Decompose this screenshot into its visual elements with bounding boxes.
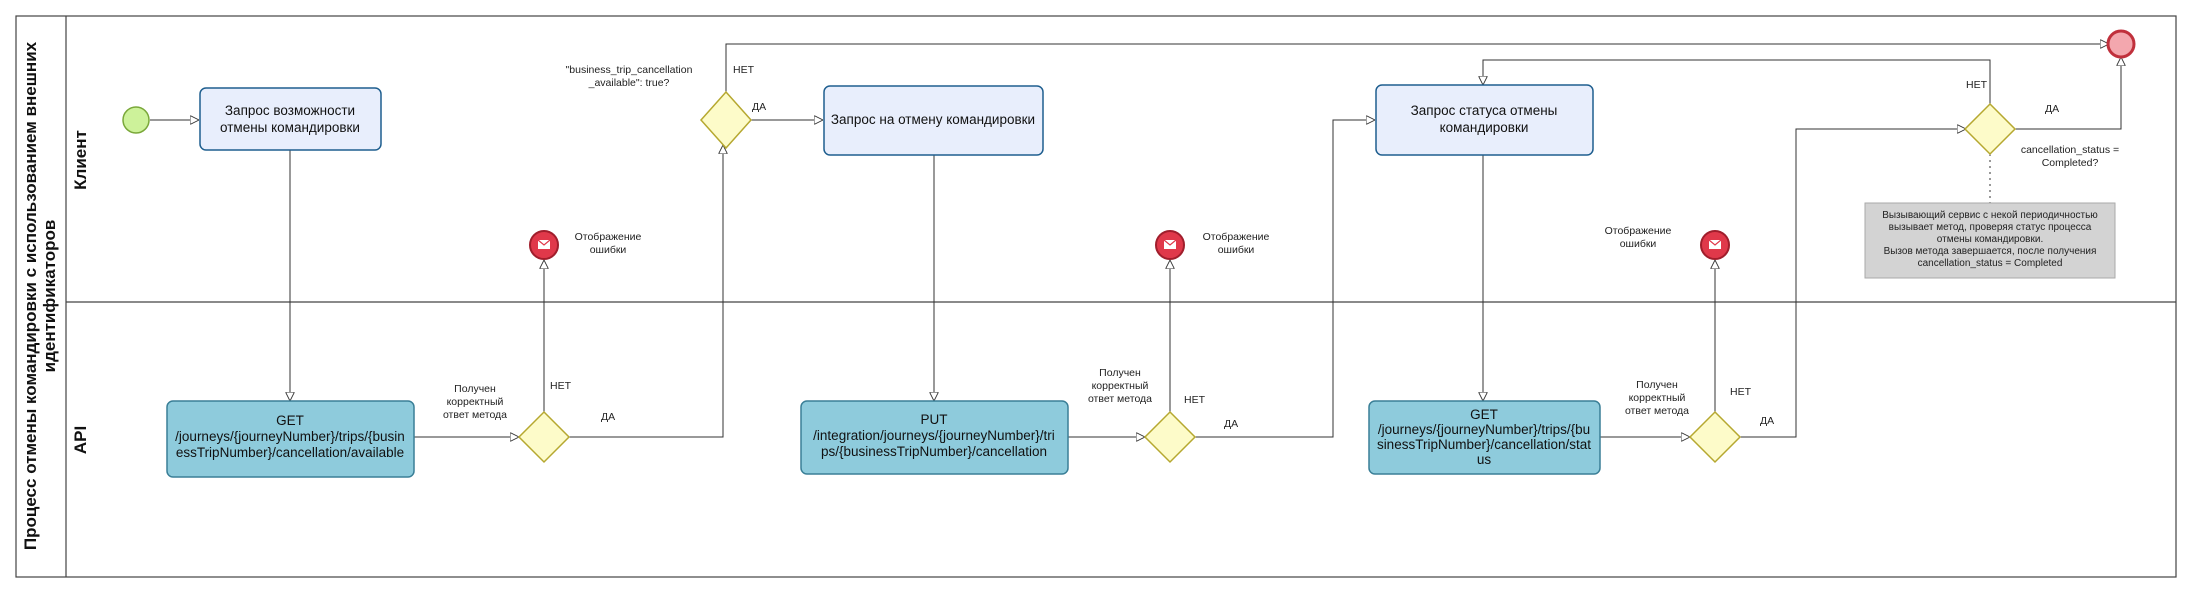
error-label-1: Отображение ошибки (575, 231, 642, 256)
label-line: Получен (1636, 379, 1678, 391)
label-line: Отображение (1203, 231, 1270, 243)
error-event-1 (529, 230, 559, 260)
label-line: ошибки (1218, 244, 1255, 256)
note-line: cancellation_status = Completed (1918, 258, 2063, 269)
pool-title-line1: Процесс отмены командировки с использова… (21, 41, 40, 550)
flow-gw2-yes-to-t3 (1195, 120, 1375, 438)
pool-title-line2: идентификаторов (40, 220, 59, 373)
label-no: НЕТ (550, 380, 572, 392)
task-request-cancellation: Запрос на отмену командировки (823, 85, 1044, 156)
task-text-line: sinessTripNumber}/cancellation/stat (1377, 437, 1591, 452)
label-no: НЕТ (1730, 386, 1752, 398)
error-label-3: Отображение ошибки (1605, 225, 1672, 250)
flow-gwc1-no-to-end (725, 44, 2109, 92)
label-no: НЕТ (1966, 79, 1988, 91)
task-request-status: Запрос статуса отмены командировки (1375, 84, 1594, 156)
gateway-final-status (1963, 102, 2017, 156)
label-line: корректный (447, 396, 504, 408)
task-text-line: GET (276, 413, 304, 428)
task-text-line: PUT (921, 412, 948, 427)
flow-gwf-yes-to-end (2015, 57, 2121, 130)
label-yes: ДА (1224, 418, 1238, 430)
gw-api3-question: Получен корректный ответ метода (1625, 379, 1689, 417)
label-line: Отображение (575, 231, 642, 243)
task-check-availability: Запрос возможности отмены командировки (199, 87, 382, 151)
task-text-line: us (1477, 452, 1492, 467)
task-text-line: essTripNumber}/cancellation/available (176, 445, 404, 460)
api-task-get-status: GET /journeys/{journeyNumber}/trips/{bu … (1368, 400, 1601, 475)
gw-client-availability-question: "business_trip_cancellation _available":… (566, 64, 693, 89)
end-event (2106, 29, 2136, 59)
task-text-line: Запрос статуса отмены (1411, 103, 1558, 118)
label-no: НЕТ (733, 64, 755, 76)
label-yes: ДА (2045, 103, 2059, 115)
error-event-2 (1155, 230, 1185, 260)
task-text-line: /journeys/{journeyNumber}/trips/{busin (175, 429, 405, 444)
label-yes: ДА (601, 411, 615, 423)
label-line: "business_trip_cancellation (566, 64, 693, 76)
label-line: ответ метода (1625, 405, 1689, 417)
label-line: ошибки (1620, 238, 1657, 250)
api-task-put-cancellation: PUT /integration/journeys/{journeyNumber… (800, 400, 1069, 475)
lane-client-title: Клиент (71, 130, 90, 190)
flow-gw3-yes-to-gwf (1740, 129, 1966, 438)
label-line: cancellation_status = (2021, 144, 2119, 156)
note-line: отмены командировки. (1937, 234, 2043, 245)
label-yes: ДА (1760, 415, 1774, 427)
gw-api2-question: Получен корректный ответ метода (1088, 367, 1152, 405)
label-line: Получен (1099, 367, 1141, 379)
gateway-client-availability (699, 90, 753, 150)
label-yes: ДА (752, 101, 766, 113)
gw-final-question: cancellation_status = Completed? (2021, 144, 2119, 169)
start-event (122, 106, 150, 134)
api-task-get-available: GET /journeys/{journeyNumber}/trips/{bus… (166, 400, 415, 478)
task-text-line: Запрос возможности (225, 103, 355, 118)
label-line: ответ метода (443, 409, 507, 421)
label-no: НЕТ (1184, 394, 1206, 406)
lane-api-title: API (71, 426, 90, 454)
label-line: Получен (454, 383, 496, 395)
gw-api1-question: Получен корректный ответ метода (443, 383, 507, 421)
flow-gw1-yes-to-gwc1 (569, 145, 723, 438)
task-text-line: /journeys/{journeyNumber}/trips/{bu (1378, 422, 1590, 437)
task-text-line: /integration/journeys/{journeyNumber}/tr… (813, 428, 1055, 443)
note-line: Вызов метода завершается, после получени… (1884, 246, 2097, 257)
label-line: ответ метода (1088, 393, 1152, 405)
task-text-line: командировки (1440, 120, 1529, 135)
error-event-3 (1700, 230, 1730, 260)
annotation-note: Вызывающий сервис с некой периодичностью… (1864, 202, 2116, 279)
error-label-2: Отображение ошибки (1203, 231, 1270, 256)
gateway-api-2 (1143, 410, 1197, 464)
flow-gwf-no-to-t3 (1483, 59, 1991, 104)
task-text-line: ps/{businessTripNumber}/cancellation (821, 444, 1047, 459)
label-line: Completed? (2042, 157, 2099, 169)
note-line: Вызывающий сервис с некой периодичностью (1882, 210, 2098, 221)
gateway-api-1 (517, 410, 571, 464)
task-text-line: GET (1470, 407, 1498, 422)
gateway-api-3 (1688, 410, 1742, 464)
pool: Процесс отмены командировки с использова… (15, 15, 2177, 578)
task-text-line: отмены командировки (220, 120, 360, 135)
label-line: корректный (1092, 380, 1149, 392)
note-line: вызывает метод, проверяя статус процесса (1889, 222, 2092, 233)
label-line: корректный (1629, 392, 1686, 404)
label-line: _available": true? (588, 77, 670, 89)
sequence-flows (150, 44, 2121, 437)
task-text-line: Запрос на отмену командировки (831, 112, 1035, 127)
label-line: ошибки (590, 244, 627, 256)
label-line: Отображение (1605, 225, 1672, 237)
